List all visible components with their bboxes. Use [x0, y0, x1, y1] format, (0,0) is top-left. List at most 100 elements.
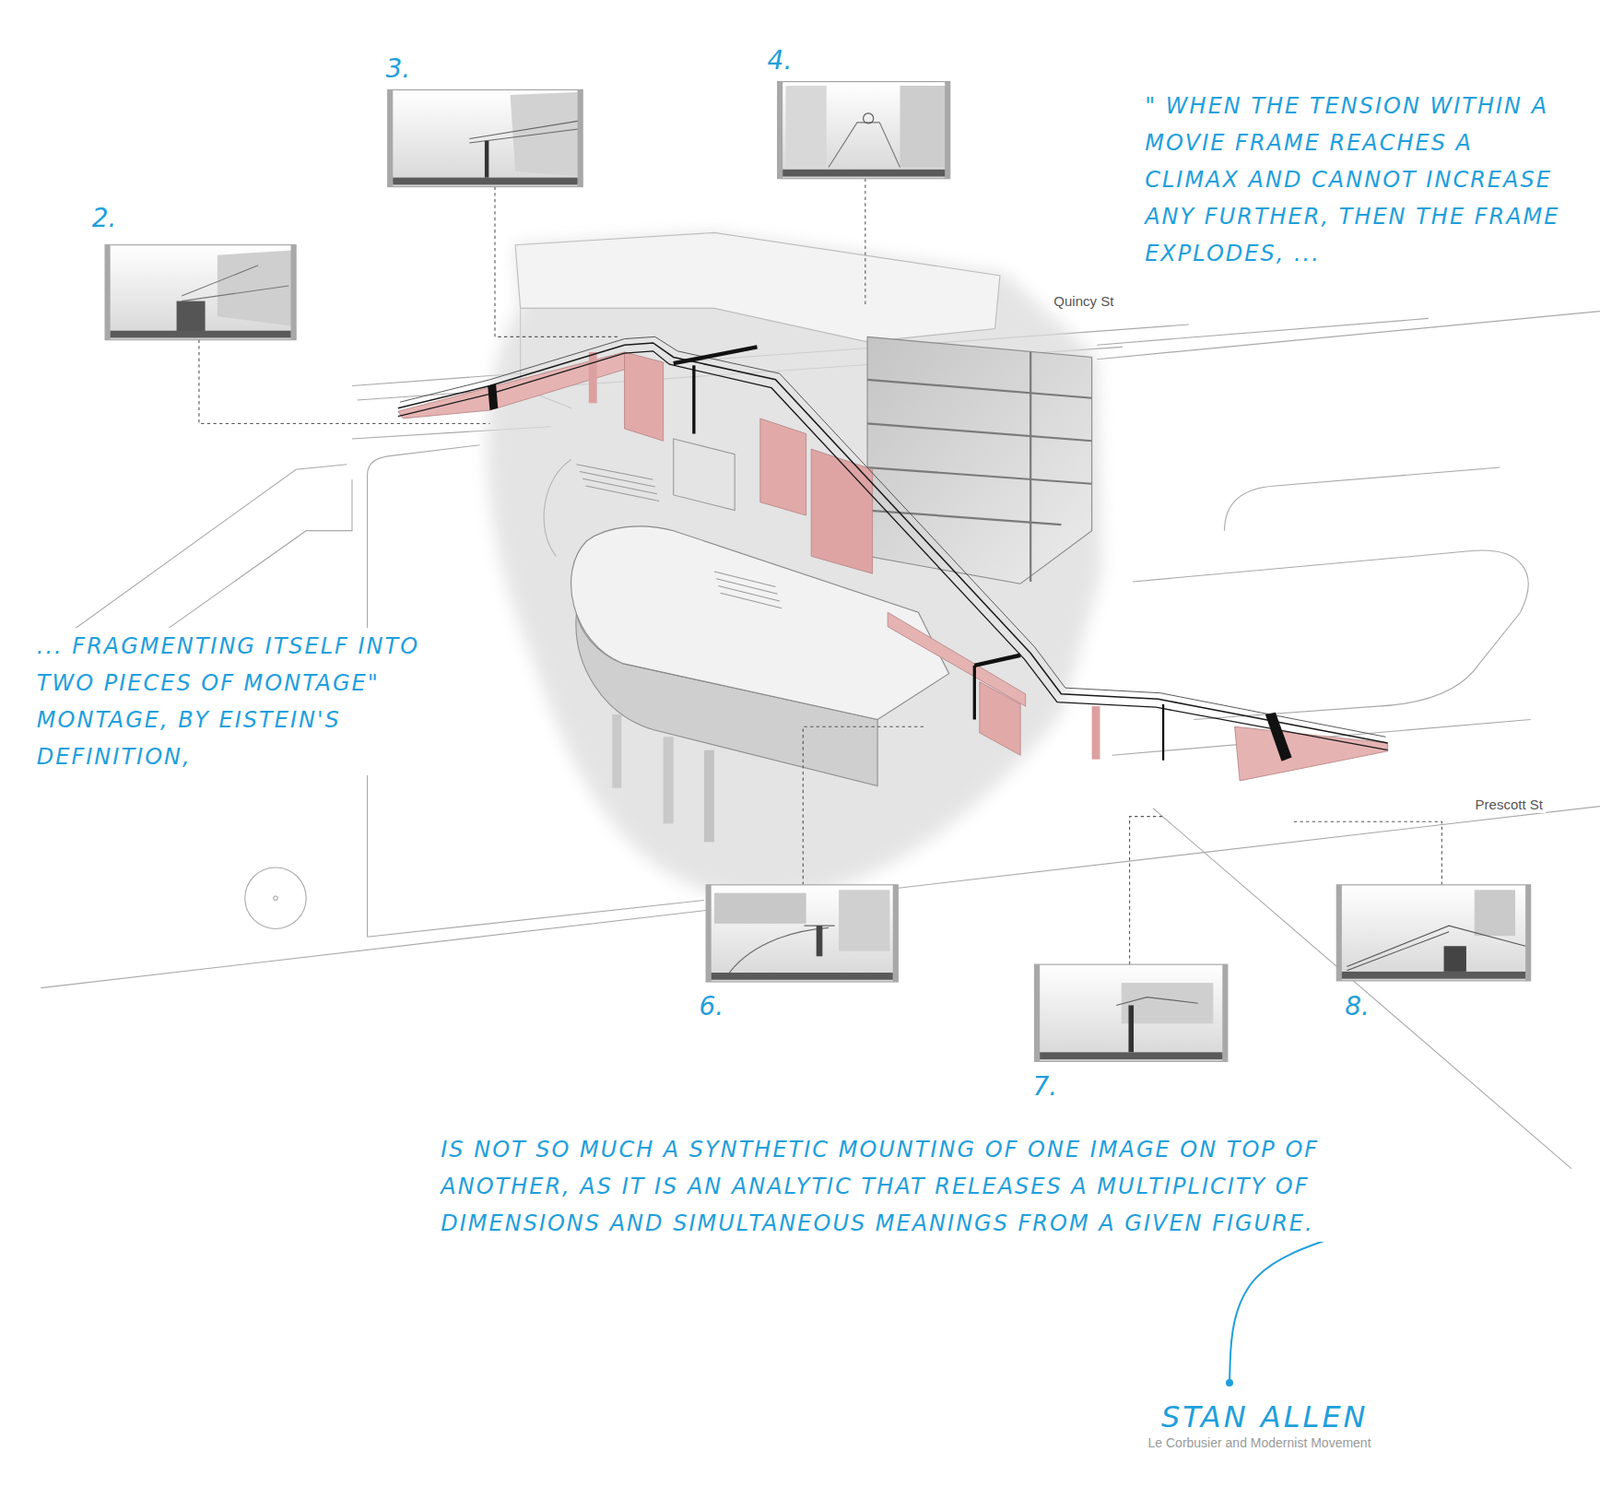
frame-sketch [181, 265, 289, 302]
callout-number: 2. [92, 203, 118, 234]
frame-sketch [726, 925, 835, 977]
view-frame [1336, 884, 1530, 981]
floor-line [867, 379, 1093, 399]
frame-border [388, 89, 394, 187]
ramp-panel [760, 418, 807, 516]
street-line [1096, 311, 1600, 360]
column [611, 714, 622, 789]
leader-line [1129, 816, 1165, 965]
leader-line [864, 178, 866, 306]
callout-number: 6. [698, 991, 724, 1022]
leader-line [494, 187, 621, 338]
frame-border [893, 884, 899, 982]
frame-border [1336, 884, 1530, 981]
ramp-rail [400, 336, 1386, 737]
view-frame [777, 82, 951, 179]
column [663, 736, 674, 824]
street-line [1096, 317, 1429, 345]
frame-sketch [1128, 1004, 1134, 1052]
frame-sketch [816, 925, 824, 956]
frame-sketch [714, 893, 807, 924]
beam [673, 346, 758, 364]
street-line [367, 899, 705, 937]
block-outline [1224, 467, 1501, 531]
frame-sketch [786, 85, 827, 168]
handwritten-note: IS NOT SO MUCH A SYNTHETIC MOUNTING OF O… [440, 1130, 1359, 1242]
frame-sketch [838, 889, 890, 951]
frame-sketch [1346, 925, 1526, 971]
upper-volume [515, 232, 1000, 342]
frame-sketch [510, 92, 584, 177]
ramp [398, 336, 1389, 781]
frame-border [1336, 884, 1342, 981]
beam [692, 364, 695, 434]
plaza-circle [245, 867, 306, 929]
frame-sketch [1116, 997, 1199, 1006]
block-outline [40, 464, 347, 654]
callout-number: 3. [386, 54, 412, 84]
frame-border [388, 89, 583, 187]
frame-sketch [1474, 889, 1516, 936]
ramp-panel [811, 448, 872, 574]
frame-sketch [484, 141, 489, 178]
author-signature: STAN ALLEN [1161, 1400, 1369, 1434]
frame-border [782, 169, 945, 177]
source-credit: Le Corbusier and Modernist Movement [1148, 1435, 1372, 1450]
frame-sketch [1444, 945, 1467, 972]
frame-border [1035, 964, 1228, 1061]
frame-border [1341, 971, 1526, 979]
frame-border [777, 82, 951, 179]
frame-sketch [863, 113, 874, 124]
building-shadow [486, 232, 1102, 900]
frame-border [291, 245, 297, 341]
frame-border [577, 89, 584, 187]
stair [714, 571, 782, 609]
view-frame [1035, 964, 1228, 1061]
frame-sketch [828, 122, 900, 168]
leader-dot [1225, 1378, 1234, 1387]
frame-sketch [899, 85, 946, 168]
tower-face [867, 336, 1093, 584]
block-outline [1132, 550, 1529, 719]
column [704, 750, 715, 843]
mullion [1029, 352, 1032, 582]
frame-border [105, 245, 296, 341]
leader-line [1294, 821, 1443, 885]
frame-border [705, 884, 712, 982]
beam [1162, 704, 1165, 761]
ramp-panel [979, 682, 1021, 756]
frame-border [711, 972, 894, 980]
frame-border [1222, 964, 1228, 1061]
plaza-circle [273, 895, 278, 900]
ramp-rail [398, 351, 1389, 751]
callout-number: 4. [767, 46, 793, 76]
frame-sketch [469, 120, 582, 143]
curved-slab [543, 458, 572, 556]
street-name: Quincy St [1050, 293, 1117, 310]
leader-line [199, 340, 491, 424]
street-name: Prescott St [1472, 796, 1546, 813]
frame-border [705, 884, 898, 982]
stair-lines [576, 438, 783, 609]
beam [974, 655, 1021, 666]
frame-border [110, 330, 292, 339]
handwritten-note: " WHEN THE TENSION WITHIN A MOVIE FRAME … [1144, 87, 1574, 272]
callout-number: 7. [1032, 1071, 1058, 1102]
building [486, 232, 1102, 900]
frame-sketch [176, 301, 206, 332]
frame-sketch [217, 249, 296, 327]
frame-border [1035, 964, 1041, 1061]
beam [1265, 712, 1293, 762]
stair [576, 464, 660, 502]
ramp-column [588, 352, 598, 403]
frame-border [105, 245, 111, 341]
handwritten-note: ... FRAGMENTING ITSELF INTO TWO PIECES O… [36, 627, 478, 776]
view-frame [388, 89, 583, 187]
callout-number: 8. [1344, 991, 1370, 1022]
ramp-column [1092, 705, 1101, 760]
leader-curve [1229, 1225, 1352, 1383]
frame-border [944, 82, 951, 179]
frame-sketch [1121, 982, 1214, 1024]
frame-border [392, 177, 577, 186]
